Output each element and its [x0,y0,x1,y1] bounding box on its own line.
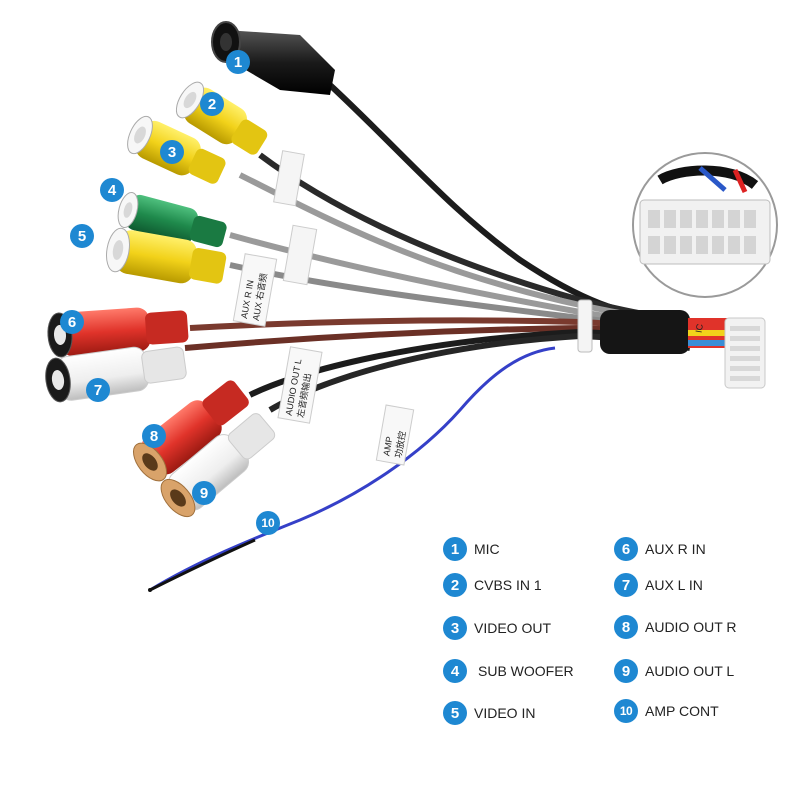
rca-green-icon [117,191,227,248]
badge-2: 2 [200,92,224,116]
badge-1: 1 [226,50,250,74]
badge-3: 3 [160,140,184,164]
svg-text:6: 6 [68,314,76,331]
bare-wire-icon [148,588,152,592]
svg-text:8: 8 [150,428,158,445]
rca-white-icon [45,346,187,403]
plug-inset [632,152,778,298]
svg-text:7: 7 [94,382,102,399]
rca-yellow-icon [106,227,227,284]
rca-yellow-icon [175,81,268,155]
tag-amp: AMP [381,436,394,457]
bundle-tie [577,299,593,353]
cable-group [149,82,728,592]
cable-tags: AUX R IN AUX 右音频 AUDIO OUT L 左音频输出 AMP 功… [232,150,415,466]
badge-9: 9 [192,481,216,505]
cable-amp [149,346,556,592]
rca-white-icon [160,413,276,518]
badge-5: 5 [70,224,94,248]
badge-4: 4 [100,178,124,202]
badge-6: 6 [60,310,84,334]
photo-badges: 1 2 3 4 5 6 7 8 9 10 [60,50,280,535]
svg-text:3: 3 [168,144,176,161]
cable-amp-black-tip [149,538,256,592]
svg-text:1: 1 [234,54,242,71]
badge-10: 10 [256,511,280,535]
bundle-sleeve [600,310,690,354]
rca-red-icon [132,380,249,482]
svg-text:9: 9 [200,485,208,502]
plug-label: IC [694,323,705,334]
svg-text:4: 4 [108,182,117,199]
svg-text:2: 2 [208,96,216,113]
badge-8: 8 [142,424,166,448]
tag-amp-cn: 功放控 [392,430,408,459]
badge-7: 7 [86,378,110,402]
svg-text:5: 5 [78,228,86,245]
harness-plug: IC [694,317,766,389]
cable-cvbs-in [258,152,691,325]
svg-text:10: 10 [261,516,275,530]
